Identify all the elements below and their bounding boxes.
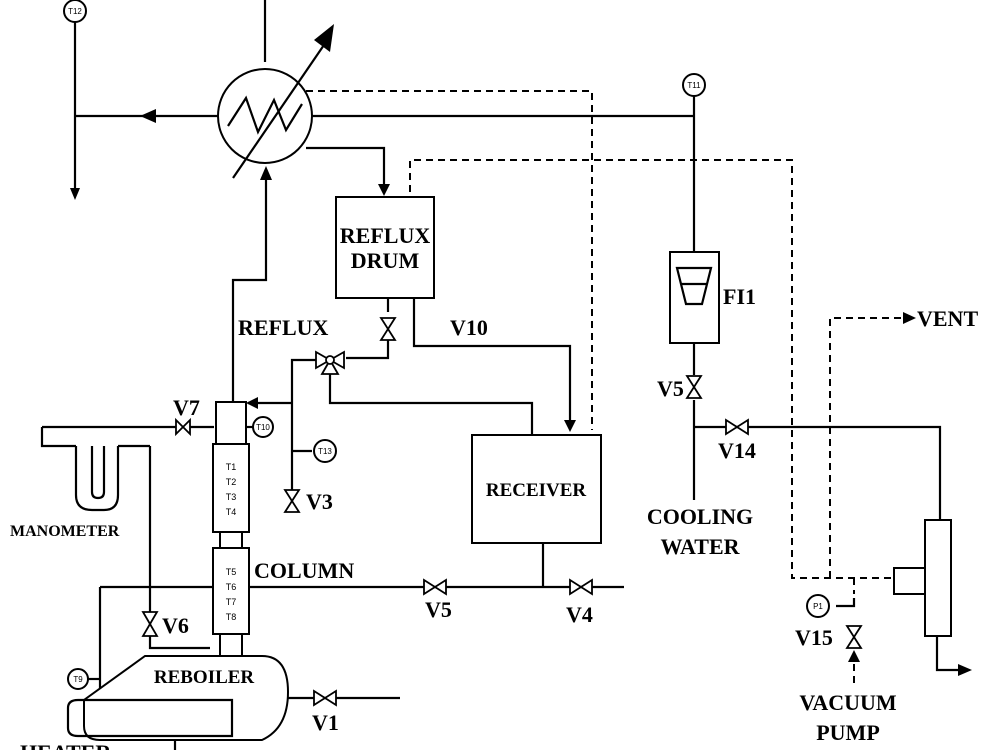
instrument-p1: P1 [806, 594, 830, 618]
reflux-drum-label-2: DRUM [351, 248, 420, 273]
instrument-t11: T11 [682, 73, 706, 97]
vacuum-dashed-lines [306, 90, 916, 686]
instrument-t10: T10 [246, 416, 274, 438]
v15-label: V15 [795, 625, 833, 650]
svg-text:T10: T10 [256, 423, 270, 432]
reboiler: REBOILER [66, 655, 290, 741]
vacuum-pump-label-2: PUMP [816, 720, 880, 745]
v5-bottom-label: V5 [425, 597, 452, 622]
sensor-t7: T7 [226, 597, 237, 607]
v10-label: V10 [450, 315, 488, 340]
valve-v6 [141, 611, 159, 637]
valve-v5-bottom [423, 578, 447, 596]
valve-v3 [283, 489, 301, 513]
v1-label: V1 [312, 710, 339, 735]
v7-label: V7 [173, 395, 200, 420]
valve-v5-cooling [685, 375, 703, 399]
receiver: RECEIVER [471, 434, 602, 544]
sensor-t3: T3 [226, 492, 237, 502]
process-piping [40, 0, 972, 750]
valve-v1 [313, 689, 337, 707]
svg-text:P1: P1 [813, 602, 823, 611]
fi1-label: FI1 [723, 284, 756, 309]
diagram-labels: REFLUX V10 FI1 VENT V5 V14 COOLING WATER… [10, 284, 978, 750]
instrument-t9: T9 [67, 668, 100, 690]
vent-label: VENT [917, 306, 978, 331]
instrument-t13: T13 [313, 439, 337, 463]
v5-cooling-label: V5 [657, 376, 684, 401]
vacuum-ejector [893, 519, 952, 637]
reboiler-label: REBOILER [154, 667, 255, 688]
sensor-t8: T8 [226, 612, 237, 622]
v4-label: V4 [566, 602, 593, 627]
flow-indicator-fi1 [669, 251, 720, 344]
v3-label: V3 [306, 489, 333, 514]
valve-v7 [175, 417, 191, 437]
instrument-t12: T12 [63, 0, 87, 23]
reflux-drum-label-1: REFLUX [340, 223, 431, 248]
svg-text:T13: T13 [318, 447, 332, 456]
svg-text:T12: T12 [68, 7, 82, 16]
valve-v14 [725, 418, 749, 436]
heater-label: HEATER [20, 740, 112, 750]
distillation-column: T1 T2 T3 T4 T5 T6 T7 T8 [212, 401, 250, 657]
valve-v4 [569, 578, 593, 596]
valve-v15 [845, 625, 863, 649]
sensor-t2: T2 [226, 477, 237, 487]
cooling-water-label-2: WATER [660, 534, 740, 559]
manometer-label: MANOMETER [10, 523, 120, 540]
v14-label: V14 [718, 438, 756, 463]
column-label: COLUMN [254, 558, 354, 583]
valve-reflux-three-way [315, 350, 345, 375]
sensor-t6: T6 [226, 582, 237, 592]
sensor-t1: T1 [226, 462, 237, 472]
valves [141, 317, 863, 707]
reflux-drum: REFLUX DRUM [335, 196, 435, 299]
sensor-t4: T4 [226, 507, 237, 517]
sensor-t5: T5 [226, 567, 237, 577]
svg-text:T9: T9 [73, 675, 83, 684]
cooling-water-label-1: COOLING [647, 504, 753, 529]
condenser [217, 24, 334, 179]
svg-text:T11: T11 [687, 81, 701, 90]
v6-label: V6 [162, 613, 189, 638]
reflux-label: REFLUX [238, 315, 329, 340]
vacuum-pump-label-1: VACUUM [799, 690, 897, 715]
receiver-label: RECEIVER [486, 480, 587, 501]
valve-reflux-drum [379, 317, 397, 341]
